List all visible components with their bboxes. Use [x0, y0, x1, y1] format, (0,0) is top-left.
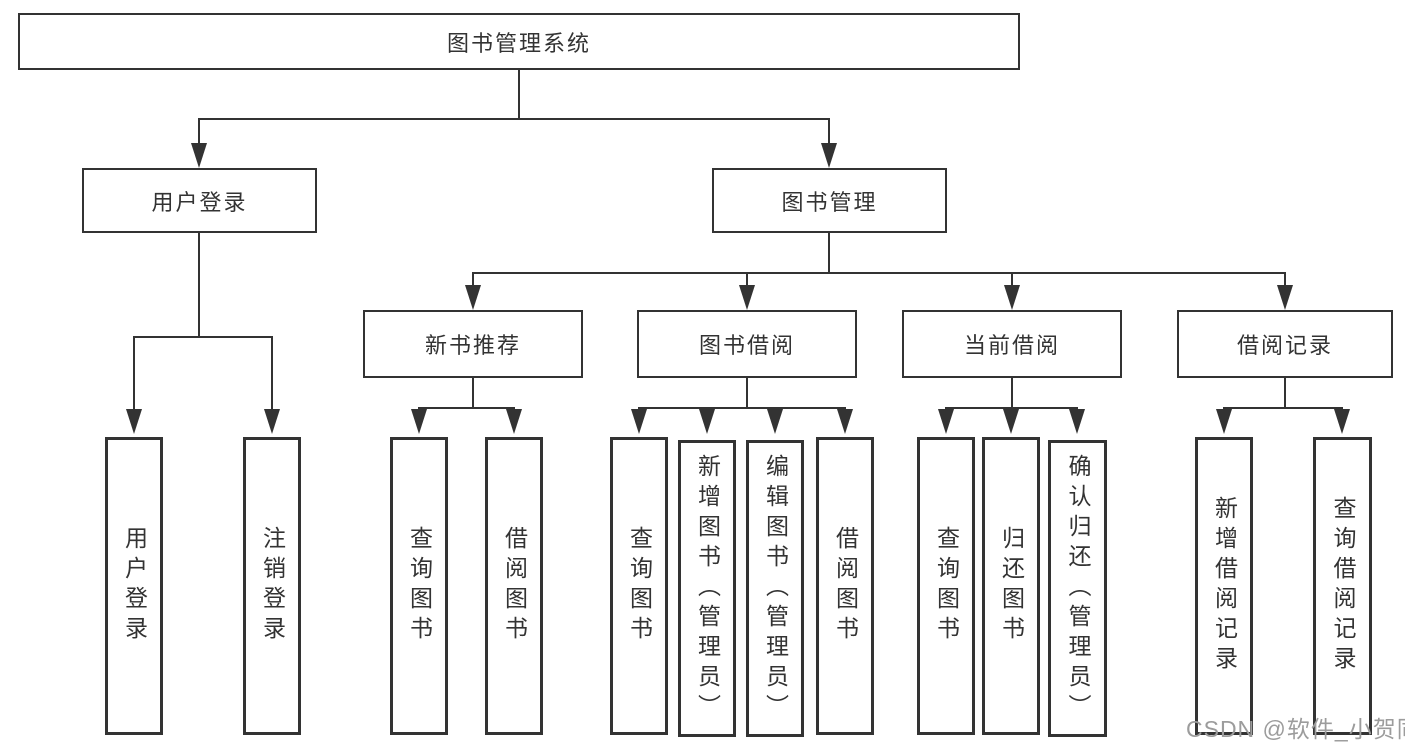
- connector-current-borrow-leaf-bus: [945, 407, 1078, 409]
- connector-user-login-shaft: [198, 118, 200, 143]
- node-leaf-user-login: 用户登录: [105, 437, 163, 735]
- node-current-borrow: 当前借阅: [902, 310, 1122, 378]
- arrowhead-current-borrow: [1004, 285, 1020, 310]
- arrowhead-cb-confirm-return: [1069, 409, 1085, 434]
- node-br-add-record: 新增借阅记录: [1195, 437, 1253, 735]
- node-nb-borrow-book: 借阅图书: [485, 437, 543, 735]
- connector-level2-bus: [198, 118, 830, 120]
- arrowhead-book-management: [821, 143, 837, 168]
- node-current-borrow-label: 当前借阅: [963, 333, 1060, 358]
- arrowhead-cb-query-book: [938, 409, 954, 434]
- node-cb-return-book-label: 归还图书: [998, 526, 1025, 646]
- node-bb-add-book-label: 新增图书（管理员）: [694, 453, 721, 724]
- node-book-borrow-label: 图书借阅: [698, 333, 795, 358]
- connector-book-management-shaft: [828, 118, 830, 143]
- connector-root-stem: [518, 70, 520, 118]
- node-bb-borrow-book-label: 借阅图书: [832, 526, 859, 646]
- arrowhead-nb-query-book: [411, 409, 427, 434]
- arrowhead-book-borrow: [739, 285, 755, 310]
- arrowhead-cb-return-book: [1003, 409, 1019, 434]
- node-book-management: 图书管理: [712, 168, 947, 233]
- connector-current-borrow-shaft: [1011, 272, 1013, 285]
- connector-book-borrow-leaf-bus: [638, 407, 846, 409]
- arrowhead-bb-borrow-book: [837, 409, 853, 434]
- node-bb-borrow-book: 借阅图书: [816, 437, 874, 735]
- node-borrow-records-label: 借阅记录: [1236, 333, 1333, 358]
- arrowhead-bb-add-book: [699, 409, 715, 434]
- node-nb-query-book-label: 查询图书: [406, 526, 433, 646]
- connector-book-borrow-shaft: [746, 272, 748, 285]
- node-br-add-record-label: 新增借阅记录: [1211, 496, 1238, 676]
- node-cb-query-book: 查询图书: [917, 437, 975, 735]
- connector-level3-bus: [472, 272, 1286, 274]
- connector-borrow-records-shaft: [1284, 272, 1286, 285]
- arrowhead-new-book-recommend: [465, 285, 481, 310]
- csdn-watermark: CSDN @软件_小贺同学: [1186, 716, 1405, 742]
- connector-user-login-bus: [133, 336, 273, 338]
- node-borrow-records: 借阅记录: [1177, 310, 1393, 378]
- node-bb-add-book: 新增图书（管理员）: [678, 440, 736, 737]
- node-cb-query-book-label: 查询图书: [933, 526, 960, 646]
- arrowhead-user-login: [191, 143, 207, 168]
- node-user-login: 用户登录: [82, 168, 317, 233]
- node-cb-return-book: 归还图书: [982, 437, 1040, 735]
- connector-user-login-stem: [198, 233, 200, 336]
- node-cb-confirm-return-label: 确认归还（管理员）: [1065, 453, 1091, 724]
- node-leaf-logout-label: 注销登录: [259, 526, 286, 646]
- node-user-login-label: 用户登录: [151, 189, 248, 215]
- arrowhead-leaf-user-login: [126, 409, 142, 434]
- node-leaf-user-login-label: 用户登录: [121, 526, 148, 646]
- arrowhead-leaf-logout: [264, 409, 280, 434]
- connector-book-borrow-stem: [746, 378, 748, 407]
- node-book-borrow: 图书借阅: [637, 310, 857, 378]
- arrowhead-bb-query-book: [631, 409, 647, 434]
- node-bb-query-book-label: 查询图书: [626, 526, 653, 646]
- connector-new-book-leaf-bus: [418, 407, 515, 409]
- connector-current-borrow-stem: [1011, 378, 1013, 407]
- arrowhead-bb-edit-book: [767, 409, 783, 434]
- connector-borrow-records-leaf-bus: [1223, 407, 1343, 409]
- node-root: 图书管理系统: [18, 13, 1020, 70]
- connector-borrow-records-stem: [1284, 378, 1286, 407]
- connector-book-management-stem: [828, 233, 830, 272]
- connector-leaf-logout-shaft: [271, 336, 273, 409]
- node-nb-query-book: 查询图书: [390, 437, 448, 735]
- node-leaf-logout: 注销登录: [243, 437, 301, 735]
- arrowhead-br-query-record: [1334, 409, 1350, 434]
- connector-leaf-user-login-shaft: [133, 336, 135, 409]
- node-new-book-recommend-label: 新书推荐: [424, 333, 521, 358]
- arrowhead-nb-borrow-book: [506, 409, 522, 434]
- node-nb-borrow-book-label: 借阅图书: [501, 526, 528, 646]
- connector-new-book-stem: [472, 378, 474, 407]
- node-bb-query-book: 查询图书: [610, 437, 668, 735]
- node-root-label: 图书管理系统: [446, 30, 591, 56]
- node-bb-edit-book-label: 编辑图书（管理员）: [762, 453, 789, 724]
- node-br-query-record: 查询借阅记录: [1313, 437, 1372, 735]
- connector-new-book-shaft: [472, 272, 474, 285]
- node-bb-edit-book: 编辑图书（管理员）: [746, 440, 804, 737]
- arrowhead-borrow-records: [1277, 285, 1293, 310]
- node-br-query-record-label: 查询借阅记录: [1330, 496, 1356, 676]
- node-cb-confirm-return: 确认归还（管理员）: [1048, 440, 1107, 737]
- arrowhead-br-add-record: [1216, 409, 1232, 434]
- node-new-book-recommend: 新书推荐: [363, 310, 583, 378]
- node-book-management-label: 图书管理: [781, 189, 878, 215]
